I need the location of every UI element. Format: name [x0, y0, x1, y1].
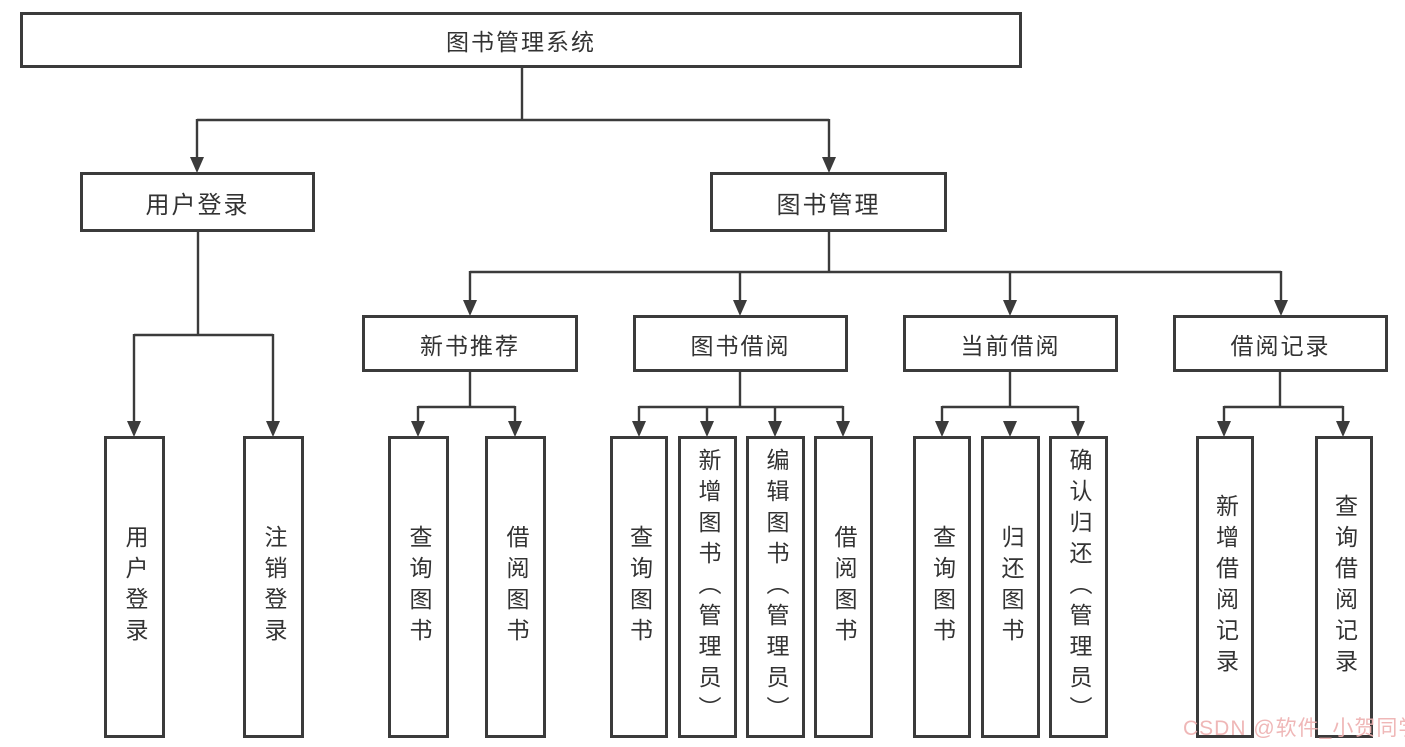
node-book-borrow: 图书借阅 — [633, 315, 848, 372]
leaf-add-borrow-record: 新增借阅记录 — [1196, 436, 1254, 738]
node-borrow-records-label: 借阅记录 — [1230, 332, 1331, 359]
leaf-edit-book-admin: 编辑图书（管理员） — [746, 436, 805, 738]
arrowheads — [127, 157, 1350, 437]
leaf-query-books-1-label: 查询图书 — [406, 525, 432, 649]
node-current-borrow: 当前借阅 — [903, 315, 1118, 372]
leaf-user-login: 用户登录 — [104, 436, 165, 738]
leaf-add-book-admin-label: 新增图书（管理员） — [695, 447, 721, 727]
leaf-borrow-books-2: 借阅图书 — [814, 436, 873, 738]
leaf-query-borrow-record-label: 查询借阅记录 — [1331, 494, 1358, 680]
leaf-query-borrow-record: 查询借阅记录 — [1315, 436, 1373, 738]
leaf-borrow-books-1: 借阅图书 — [485, 436, 546, 738]
leaf-logout-label: 注销登录 — [261, 525, 287, 649]
leaf-logout: 注销登录 — [243, 436, 304, 738]
node-current-borrow-label: 当前借阅 — [960, 332, 1061, 359]
node-library-system: 图书管理系统 — [20, 12, 1022, 68]
node-borrow-records: 借阅记录 — [1173, 315, 1388, 372]
node-new-book-recommend: 新书推荐 — [362, 315, 578, 372]
leaf-query-books-2: 查询图书 — [610, 436, 668, 738]
leaf-borrow-books-2-label: 借阅图书 — [831, 525, 857, 649]
leaf-query-books-2-label: 查询图书 — [626, 525, 653, 649]
node-book-management: 图书管理 — [710, 172, 947, 232]
node-new-book-recommend-label: 新书推荐 — [420, 332, 520, 359]
leaf-edit-book-admin-label: 编辑图书（管理员） — [763, 447, 789, 727]
leaf-add-book-admin: 新增图书（管理员） — [678, 436, 737, 738]
leaf-add-borrow-record-label: 新增借阅记录 — [1212, 494, 1239, 680]
leaf-query-books-3-label: 查询图书 — [929, 525, 956, 649]
node-user-login-label: 用户登录 — [145, 191, 250, 219]
leaf-return-books: 归还图书 — [981, 436, 1040, 738]
node-library-system-label: 图书管理系统 — [446, 29, 596, 55]
leaf-return-books-label: 归还图书 — [998, 525, 1024, 649]
leaf-confirm-return-admin: 确认归还（管理员） — [1049, 436, 1108, 738]
leaf-query-books-3: 查询图书 — [913, 436, 971, 738]
node-book-management-label: 图书管理 — [776, 191, 881, 219]
leaf-query-books-1: 查询图书 — [388, 436, 449, 738]
node-user-login: 用户登录 — [80, 172, 315, 232]
leaf-borrow-books-1-label: 借阅图书 — [503, 525, 529, 649]
leaf-user-login-label: 用户登录 — [122, 525, 148, 649]
node-book-borrow-label: 图书借阅 — [690, 332, 791, 359]
leaf-confirm-return-admin-label: 确认归还（管理员） — [1066, 447, 1092, 727]
csdn-watermark: CSDN @软件_小贺同学 — [1183, 717, 1405, 740]
